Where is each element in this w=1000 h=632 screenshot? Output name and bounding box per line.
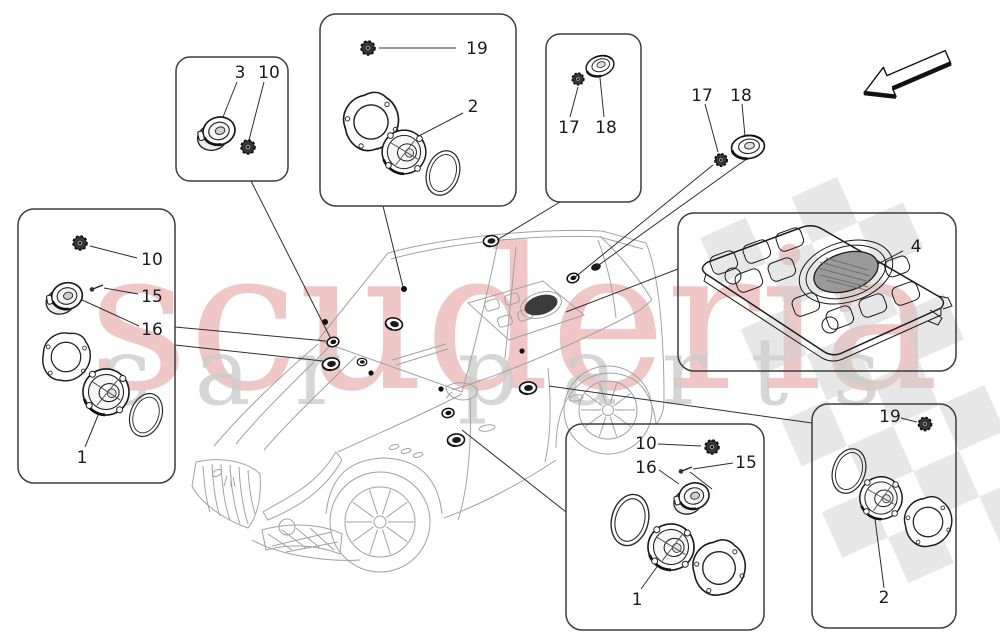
callout-label-2: 2 bbox=[468, 97, 479, 117]
callout-label-1: 1 bbox=[77, 448, 88, 468]
front-door-woofer-marker bbox=[445, 432, 467, 448]
dash-clip-dot bbox=[368, 370, 374, 376]
panel-front-pillar-tweeter-kit: 17 18 bbox=[558, 50, 618, 138]
callout-label-15: 15 bbox=[141, 287, 163, 307]
box-front-door-woofer-kit bbox=[17, 208, 176, 484]
part-mid-speaker bbox=[41, 278, 87, 319]
callout-label-19: 19 bbox=[879, 407, 901, 427]
part-clip bbox=[240, 139, 256, 155]
cowl-dot-right bbox=[401, 286, 407, 292]
part-bracket-ring bbox=[687, 535, 752, 600]
part-gasket bbox=[419, 145, 467, 201]
part-clip bbox=[571, 72, 585, 86]
part-clip bbox=[360, 40, 376, 56]
box-dash-speaker-kit bbox=[175, 56, 289, 182]
watermark-brand: scuderia bbox=[88, 207, 939, 435]
car-illustration bbox=[191, 229, 665, 573]
callout-label-3: 3 bbox=[235, 63, 246, 83]
part-clip bbox=[72, 235, 88, 251]
callout-label-15: 15 bbox=[735, 453, 757, 473]
box-front-door-mid-speaker-kit bbox=[319, 13, 517, 207]
direction-arrow-icon bbox=[863, 49, 952, 99]
panel-front-door-woofer-kit: 10 15 16 1 bbox=[39, 235, 169, 468]
part-dash-speaker bbox=[191, 112, 241, 155]
part-clip bbox=[704, 439, 720, 455]
box-parcel-shelf-subwoofer bbox=[677, 212, 957, 372]
part-bracket-ring bbox=[39, 328, 94, 385]
callout-label-18: 18 bbox=[730, 86, 752, 106]
leader-lines bbox=[174, 157, 813, 513]
mirror-dot bbox=[438, 386, 444, 392]
part-tweeter bbox=[728, 131, 768, 163]
part-gasket bbox=[605, 489, 655, 551]
rear-door-woofer-marker bbox=[517, 380, 539, 396]
callout-label-2: 2 bbox=[879, 588, 890, 608]
callout-label-16: 16 bbox=[635, 458, 657, 478]
part-screw bbox=[678, 466, 693, 475]
callout-label-10: 10 bbox=[635, 434, 657, 454]
part-woofer bbox=[642, 518, 700, 576]
callout-label-10: 10 bbox=[258, 63, 280, 83]
panel-rear-pillar-tweeter-group: 17 18 bbox=[691, 86, 768, 168]
callout-label-18: 18 bbox=[595, 118, 617, 138]
panel-front-door-mid-speaker-kit: 19 2 bbox=[337, 39, 488, 201]
panel-dash-speaker-kit: 3 10 bbox=[191, 63, 280, 155]
callout-label-17: 17 bbox=[691, 86, 713, 106]
callout-label-16: 16 bbox=[141, 320, 163, 340]
panel-parcel-shelf-subwoofer: 4 bbox=[701, 225, 953, 362]
dash-small-marker bbox=[356, 357, 368, 367]
callout-label-10: 10 bbox=[141, 250, 163, 270]
callout-label-17: 17 bbox=[558, 118, 580, 138]
panel-rear-door-mid-speaker-kit: 19 2 bbox=[825, 407, 957, 608]
panel-rear-door-woofer-kit: 10 15 16 1 bbox=[605, 434, 757, 610]
part-subwoofer-panel bbox=[701, 225, 953, 362]
watermark-subtitle: car parts bbox=[98, 318, 925, 427]
box-front-pillar-tweeter-kit bbox=[545, 33, 642, 203]
callout-label-4: 4 bbox=[911, 237, 922, 257]
callout-label-19: 19 bbox=[466, 39, 488, 59]
parcel-shelf-in-car bbox=[467, 280, 586, 341]
box-rear-door-mid-speaker-kit bbox=[811, 403, 957, 629]
rear-door-dot bbox=[519, 348, 525, 354]
callout-label-1: 1 bbox=[632, 590, 643, 610]
box-rear-door-woofer-kit bbox=[565, 423, 765, 631]
part-clip bbox=[713, 152, 729, 168]
part-tweeter bbox=[582, 50, 618, 82]
